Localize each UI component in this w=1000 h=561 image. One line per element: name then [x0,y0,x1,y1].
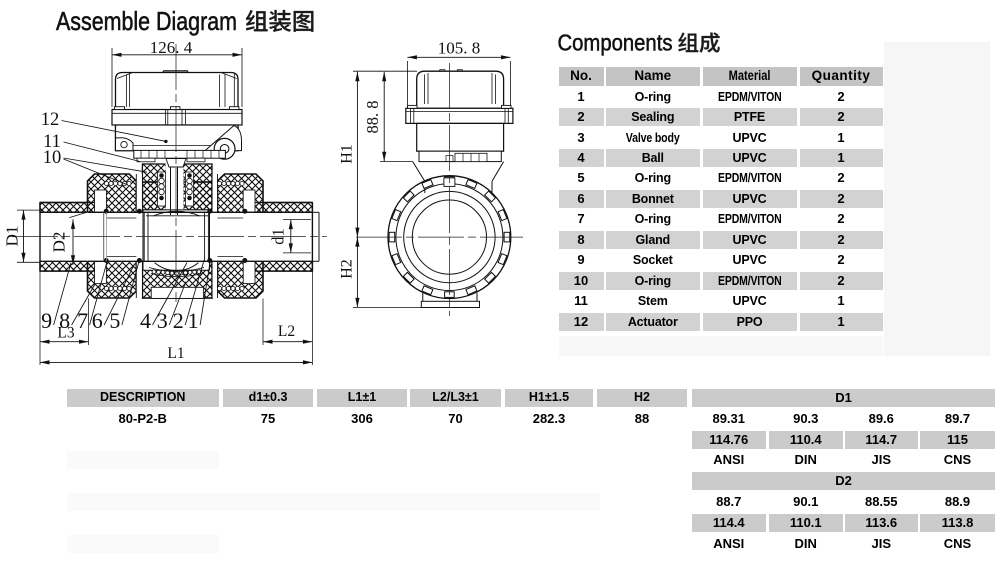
svg-text:L2: L2 [278,323,295,340]
svg-text:8: 8 [59,308,70,333]
svg-text:4: 4 [140,308,151,333]
svg-text:1: 1 [188,308,199,333]
svg-text:L3: L3 [57,324,74,341]
svg-text:2: 2 [173,308,184,333]
svg-text:88. 8: 88. 8 [363,101,382,134]
svg-text:3: 3 [157,308,168,333]
svg-text:Components: Components [558,30,673,56]
svg-text:11: 11 [43,132,61,152]
svg-text:H1: H1 [338,144,355,164]
svg-text:10: 10 [43,148,62,168]
svg-text:9: 9 [41,308,52,333]
svg-text:12: 12 [41,110,60,130]
svg-text:d1: d1 [269,228,288,245]
svg-text:Assemble Diagram: Assemble Diagram [56,6,237,36]
svg-text:6: 6 [92,308,103,333]
svg-text:105. 8: 105. 8 [438,38,481,57]
svg-text:H2: H2 [338,259,355,279]
svg-text:L1: L1 [167,345,184,362]
svg-text:126. 4: 126. 4 [150,38,193,57]
svg-text:D2: D2 [50,232,69,253]
svg-text:7: 7 [77,308,88,333]
svg-text:5: 5 [109,308,120,333]
svg-text:D1: D1 [3,226,22,247]
